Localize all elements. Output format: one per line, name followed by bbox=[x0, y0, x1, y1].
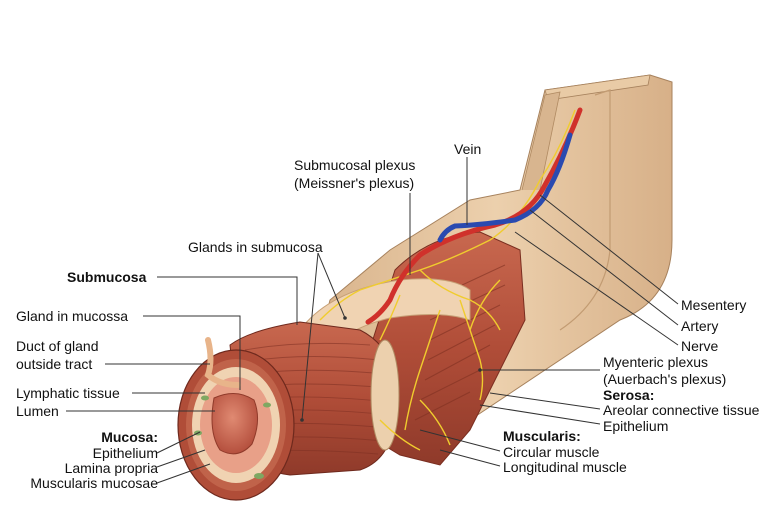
label-longitudinal-muscle: Longitudinal muscle bbox=[503, 459, 627, 475]
label-vein: Vein bbox=[454, 141, 481, 157]
label-submucosal-plexus-alt: (Meissner's plexus) bbox=[294, 175, 414, 191]
label-circular-muscle: Circular muscle bbox=[503, 444, 599, 460]
label-gland-in-mucosa: Gland in mucossa bbox=[16, 308, 128, 324]
label-mucosa: Mucosa: bbox=[60, 429, 158, 445]
label-mesentery: Mesentery bbox=[681, 297, 746, 313]
label-lymphatic-tissue: Lymphatic tissue bbox=[16, 385, 120, 401]
label-auerbach-plexus: (Auerbach's plexus) bbox=[603, 371, 726, 387]
label-artery: Artery bbox=[681, 318, 718, 334]
label-submucosa: Submucosa bbox=[67, 269, 146, 285]
label-areolar-connective-tissue: Areolar connective tissue bbox=[603, 402, 759, 418]
cross-section bbox=[178, 350, 294, 500]
label-epithelium-right: Epithelium bbox=[603, 418, 668, 434]
label-muscularis-mucosae: Muscularis mucosae bbox=[4, 475, 158, 491]
label-muscularis: Muscularis: bbox=[503, 428, 581, 444]
label-nerve: Nerve bbox=[681, 338, 718, 354]
label-serosa: Serosa: bbox=[603, 387, 654, 403]
label-lamina-propria: Lamina propria bbox=[20, 460, 158, 476]
label-myenteric-plexus: Myenteric plexus bbox=[603, 354, 708, 370]
label-duct-of-gland: Duct of gland bbox=[16, 338, 99, 354]
label-duct-outside-tract: outside tract bbox=[16, 356, 92, 372]
label-lumen: Lumen bbox=[16, 403, 59, 419]
label-epithelium-left: Epithelium bbox=[40, 445, 158, 461]
label-glands-in-submucosa: Glands in submucosa bbox=[188, 239, 323, 255]
label-submucosal-plexus: Submucosal plexus bbox=[294, 157, 415, 173]
